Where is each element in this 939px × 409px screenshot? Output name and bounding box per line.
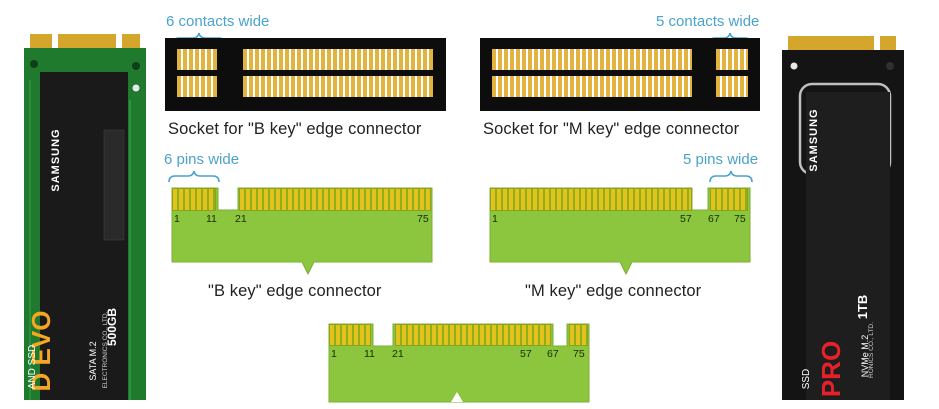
b-connector-fingers-short <box>172 188 216 211</box>
b-connector-fingers-long <box>239 188 431 211</box>
ssd-evo-drive <box>24 34 146 400</box>
b-connector-caption: "B key" edge connector <box>208 282 382 300</box>
ssd-evo-line2: SATA M.2 <box>88 341 98 381</box>
b-connector-pin-label: 21 <box>235 213 247 225</box>
m-connector-fingers-long <box>490 188 692 211</box>
m-connector-brace <box>709 170 753 183</box>
m-connector-pin-label: 75 <box>734 213 746 225</box>
b-connector-pin-label: 1 <box>174 213 180 225</box>
b-connector-width-note: 6 pins wide <box>164 151 240 168</box>
ssd-pro-line1: SSD <box>801 368 812 390</box>
ssd-pro-brand: SAMSUNG <box>808 108 820 172</box>
m-connector-width-note: 5 pins wide <box>683 151 759 168</box>
bm-connector-fingers-middle <box>395 324 551 346</box>
b-socket-long-contacts <box>243 49 433 97</box>
b-connector-pin-label: 11 <box>206 213 217 225</box>
bm-connector-fingers-right <box>569 324 588 346</box>
m-connector-caption: "M key" edge connector <box>525 282 702 300</box>
ssd-pro-drive <box>782 36 904 400</box>
m-connector-fingers-short <box>710 188 748 211</box>
b-connector-brace <box>168 170 220 183</box>
ssd-pro-model: PRO <box>816 340 846 398</box>
m-key-socket <box>480 38 760 111</box>
bm-connector-pin-label: 21 <box>392 348 404 360</box>
b-socket-caption: Socket for "B key" edge connector <box>168 120 422 138</box>
bm-connector-pin-label: 11 <box>364 348 375 360</box>
bm-connector-pin-label: 57 <box>520 348 532 360</box>
b-key-socket <box>165 38 446 111</box>
b-socket-width-note: 6 contacts wide <box>166 13 270 30</box>
ssd-evo-line3: ELECTRONICS CO., LTD. <box>102 311 109 389</box>
bm-connector-pin-label: 67 <box>547 348 559 360</box>
m-socket-width-note: 5 contacts wide <box>656 13 760 30</box>
m-connector-pin-label: 1 <box>492 213 498 225</box>
ssd-evo-brand: SAMSUNG <box>50 128 62 192</box>
bm-connector-pin-label: 1 <box>331 348 337 360</box>
bm-connector-fingers-left <box>329 324 371 346</box>
b-socket-short-contacts <box>177 49 217 97</box>
m-socket-short-contacts <box>716 49 748 97</box>
ssd-pro-line3: RONICS CO., LTD. <box>868 322 875 378</box>
m-socket-long-contacts <box>492 49 692 97</box>
bm-connector-pin-label: 75 <box>573 348 585 360</box>
m-connector-pin-label: 67 <box>708 213 720 225</box>
m-connector-pin-label: 57 <box>680 213 692 225</box>
b-connector-pin-label: 75 <box>417 213 429 225</box>
m-socket-caption: Socket for "M key" edge connector <box>483 120 740 138</box>
ssd-evo-line1: AND SSD <box>27 344 38 390</box>
